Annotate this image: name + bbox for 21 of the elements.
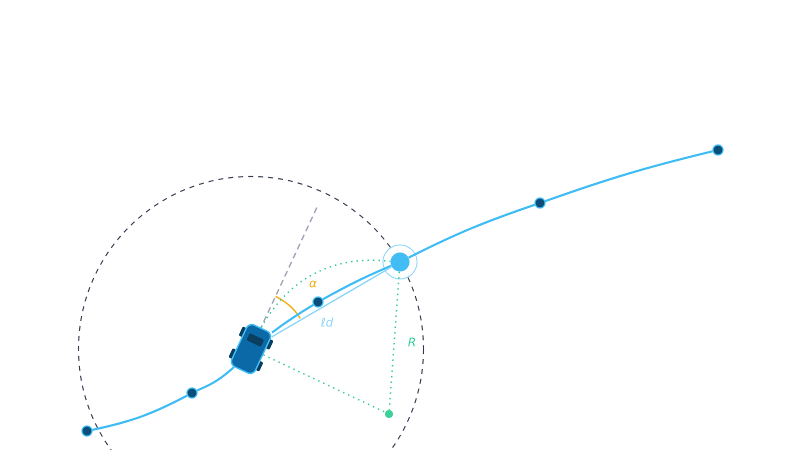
path-curve: [322, 264, 392, 300]
path-curve: [92, 394, 188, 431]
path-curve: [408, 204, 536, 259]
edge-label: ℓd: [320, 316, 334, 328]
edge-label: R: [406, 336, 418, 348]
path-curve: [544, 150, 713, 202]
waypoint: [712, 144, 724, 156]
car-drawing: [228, 324, 274, 374]
guide-line: [263, 354, 386, 413]
waypoint: [81, 425, 93, 437]
distance-line: [388, 272, 400, 410]
lookahead-point: [382, 244, 418, 280]
distance-line: [271, 266, 392, 338]
path-curve: [271, 304, 314, 334]
center-point: [385, 410, 393, 418]
waypoint: [534, 197, 546, 209]
angle-label: α: [308, 280, 318, 288]
path-curve: [196, 366, 235, 392]
waypoint: [312, 296, 324, 308]
guide-line: [260, 260, 390, 328]
waypoint: [186, 387, 198, 399]
